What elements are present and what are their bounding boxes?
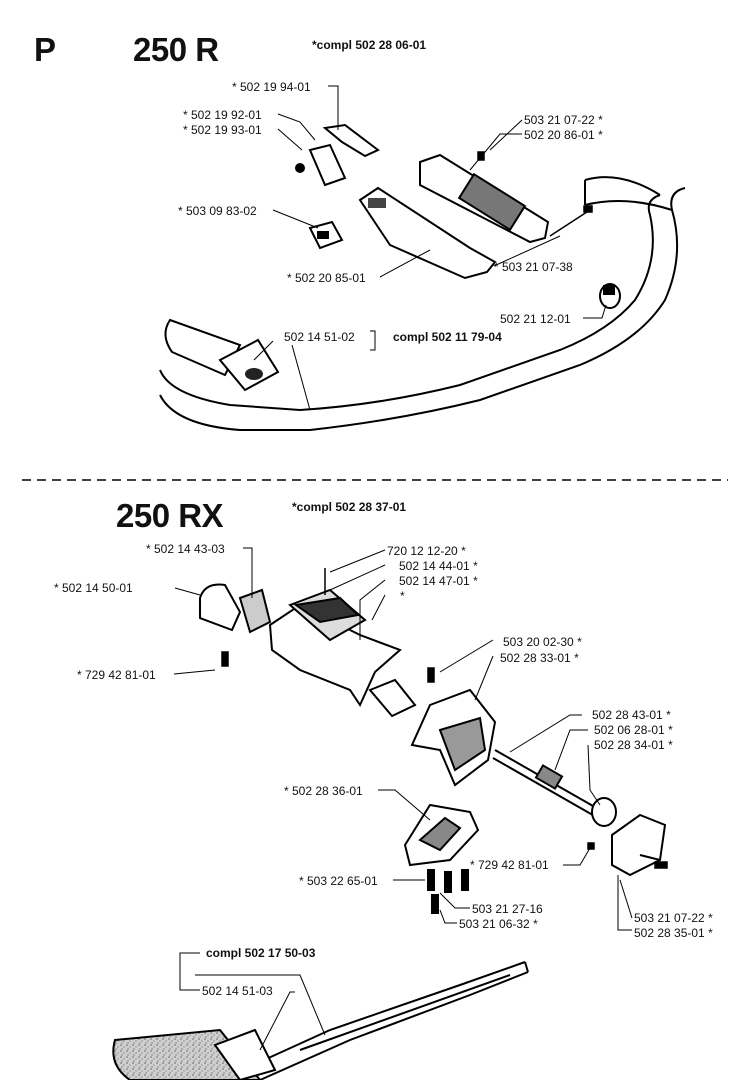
handlebar-tube xyxy=(159,176,686,431)
part-label: 502 14 44-01 * xyxy=(399,559,478,573)
part-label: 503 21 06-32 * xyxy=(459,917,538,931)
grip-left-250r xyxy=(164,318,280,392)
throttle-levers xyxy=(295,123,380,187)
header-note-250rx: *compl 502 28 37-01 xyxy=(292,500,407,514)
grip-front-rx xyxy=(199,583,272,634)
clamp-small xyxy=(599,283,621,309)
model-title-250rx: 250 RX xyxy=(116,497,224,534)
part-label: 503 20 02-30 * xyxy=(503,635,582,649)
part-label: 503 21 27-16 xyxy=(472,902,543,916)
part-label: 502 21 12-01 xyxy=(500,312,571,326)
stop-switch xyxy=(308,220,344,250)
shaft-rx xyxy=(492,749,601,819)
knob-rx xyxy=(591,797,617,827)
part-label: 502 28 34-01 * xyxy=(594,738,673,752)
cover-rx xyxy=(611,813,667,877)
page-letter: P xyxy=(34,31,56,68)
part-label: * 502 19 93-01 xyxy=(183,123,262,137)
part-label: * 729 42 81-01 xyxy=(470,858,549,872)
assembly-label: compl 502 17 50-03 xyxy=(206,946,316,960)
screw-rx-1 xyxy=(221,568,435,683)
model-title-250r: 250 R xyxy=(133,31,219,68)
part-label: 502 28 43-01 * xyxy=(592,708,671,722)
part-label: 502 20 86-01 * xyxy=(524,128,603,142)
bottom-grip-rx xyxy=(112,1028,277,1080)
leader-lines-rx xyxy=(173,547,633,1051)
part-label: 502 28 35-01 * xyxy=(634,926,713,940)
part-label: * 503 22 65-01 xyxy=(299,874,378,888)
part-label: 503 21 07-22 * xyxy=(524,113,603,127)
part-label: * 503 21 07-38 xyxy=(494,260,573,274)
part-label: 502 14 51-02 xyxy=(284,330,355,344)
part-label: * xyxy=(400,589,405,603)
screws-250r xyxy=(477,151,593,237)
handle-half-lower xyxy=(358,186,497,280)
part-label: * 502 19 92-01 xyxy=(183,108,262,122)
long-handle-rx xyxy=(219,961,529,1080)
part-label: 502 14 51-03 xyxy=(202,984,273,998)
part-label: * 502 14 50-01 xyxy=(54,581,133,595)
part-label: * 502 20 85-01 xyxy=(287,271,366,285)
mount-bracket-rx xyxy=(410,688,497,787)
part-label: * 502 14 43-03 xyxy=(146,542,225,556)
part-label: * 502 19 94-01 xyxy=(232,80,311,94)
part-label: * 503 09 83-02 xyxy=(178,204,257,218)
trigger-rx xyxy=(293,596,361,624)
assembly-label: compl 502 11 79-04 xyxy=(393,330,502,344)
part-label: 502 14 47-01 * xyxy=(399,574,478,588)
screw-cover-rx xyxy=(587,842,668,869)
part-label: 503 21 07-22 * xyxy=(634,911,713,925)
lower-clamp-rx xyxy=(403,803,480,914)
part-label: * 502 28 36-01 xyxy=(284,784,363,798)
part-label: 502 28 33-01 * xyxy=(500,651,579,665)
part-label: 720 12 12-20 * xyxy=(387,544,466,558)
part-label: 502 06 28-01 * xyxy=(594,723,673,737)
handle-half-upper xyxy=(419,153,550,244)
part-label: * 729 42 81-01 xyxy=(77,668,156,682)
leader-lines-250r xyxy=(253,85,607,411)
header-note-250r: *compl 502 28 06-01 xyxy=(312,38,427,52)
